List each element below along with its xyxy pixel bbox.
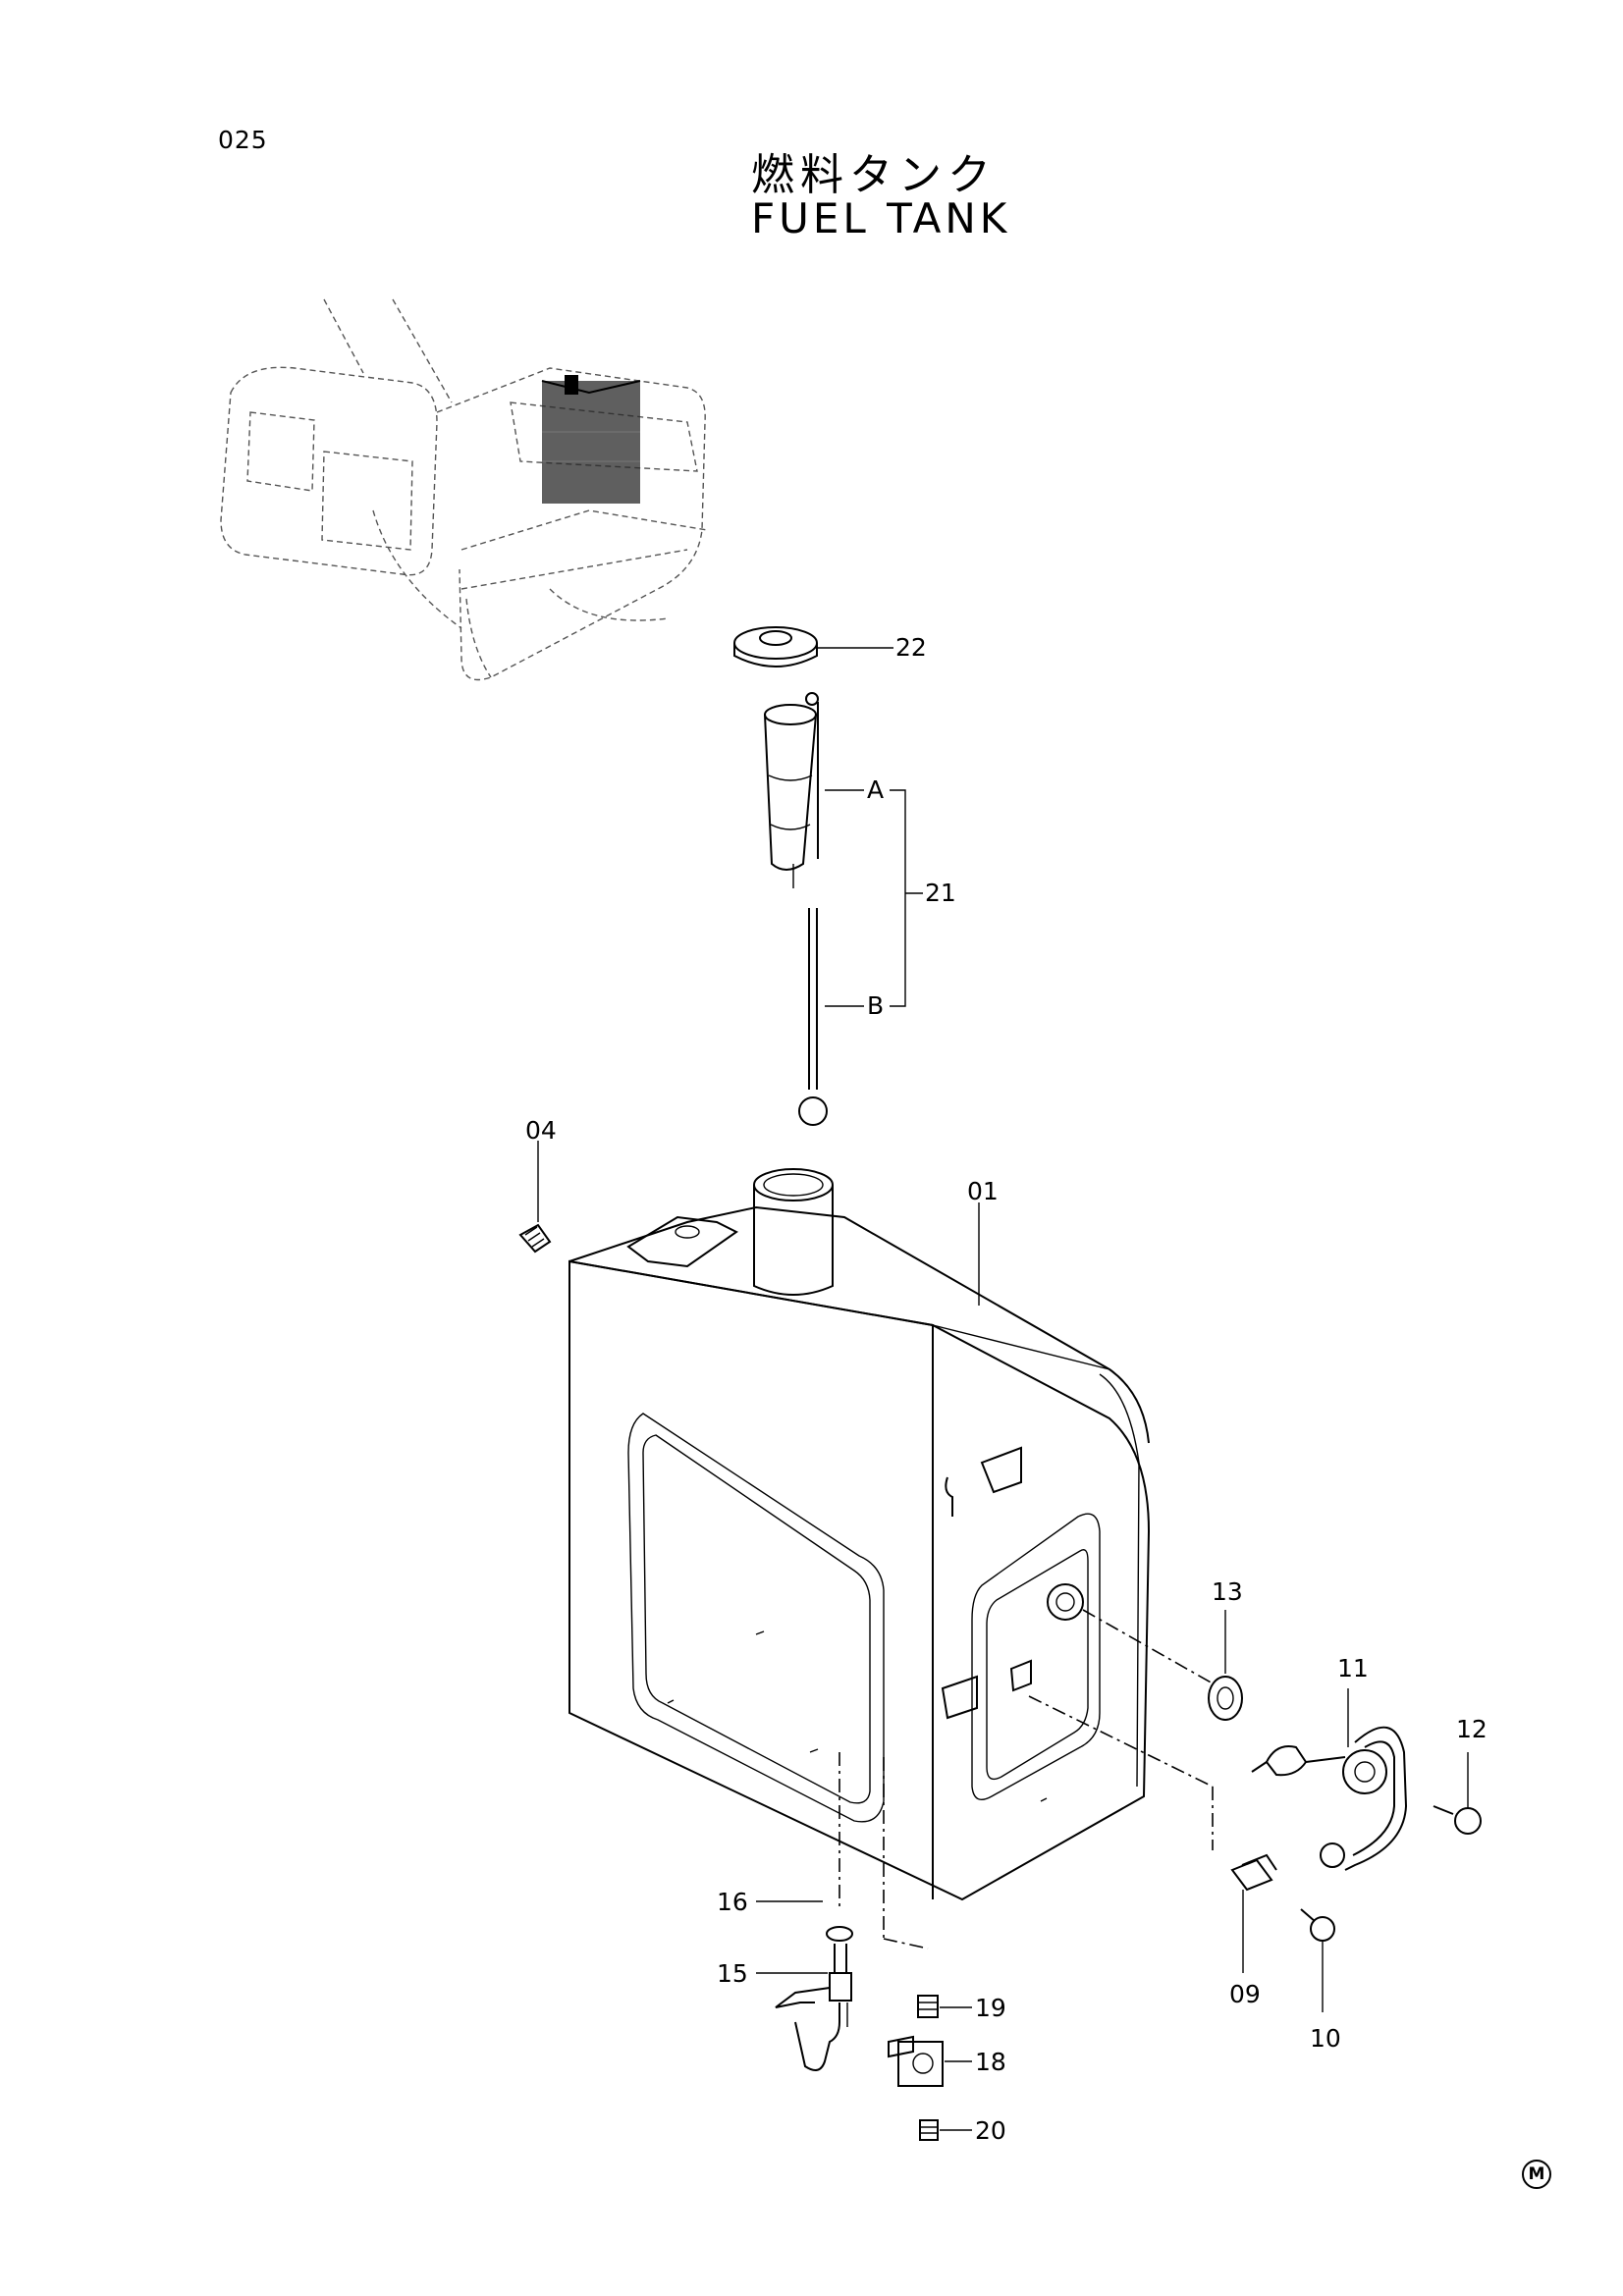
callout-15: 15 (717, 1959, 748, 1988)
fuel-tank-location-highlight (541, 375, 641, 504)
callout-09: 09 (1229, 1980, 1261, 2008)
callout-20: 20 (975, 2116, 1006, 2145)
manufacturer-mark: M (1522, 2160, 1551, 2189)
clamp-bolt (1300, 1908, 1335, 2012)
callout-16: 16 (717, 1888, 748, 1916)
callout-19: 19 (975, 1994, 1006, 2022)
fuel-tank-body (568, 1168, 1151, 1901)
callout-11: 11 (1337, 1654, 1369, 1682)
callout-12: 12 (1456, 1715, 1488, 1743)
callout-13: 13 (1212, 1577, 1243, 1606)
strainer-and-gauge-rod (764, 692, 923, 1126)
plug (518, 1141, 552, 1254)
callout-18: 18 (975, 2048, 1006, 2076)
sensor-bolt (1433, 1752, 1482, 1835)
callout-04: 04 (525, 1116, 557, 1145)
callout-a: A (867, 775, 884, 804)
clamp (1028, 1695, 1277, 1973)
packing-ring (1082, 1609, 1243, 1721)
callout-01: 01 (967, 1177, 999, 1205)
callout-10: 10 (1310, 2024, 1341, 2053)
page-title-english: FUEL TANK (751, 194, 1011, 242)
machine-location-sketch (220, 298, 708, 681)
callout-b: B (867, 991, 884, 1020)
page-number: 025 (218, 126, 268, 154)
page-title-japanese: 燃料タンク (751, 150, 997, 200)
callout-22: 22 (895, 633, 927, 662)
drain-assembly (756, 1752, 972, 2141)
fuel-cap (733, 626, 893, 667)
fuel-level-sensor (1251, 1688, 1408, 1871)
callout-21: 21 (925, 879, 956, 907)
